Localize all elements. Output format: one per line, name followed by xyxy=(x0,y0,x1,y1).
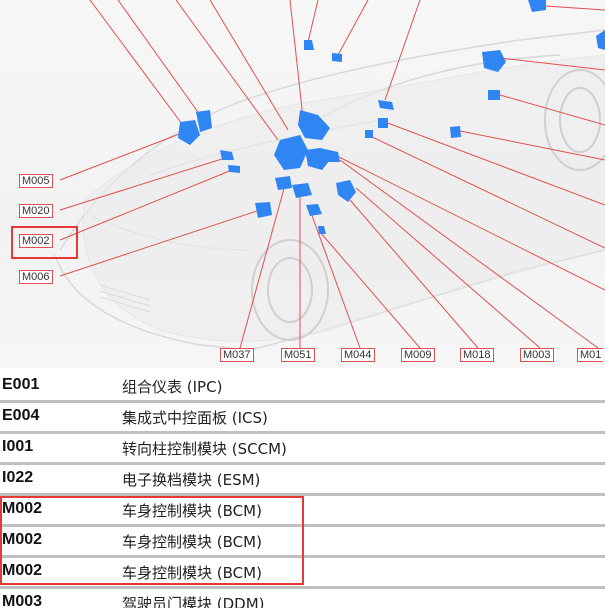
component-name: 组合仪表 (IPC) xyxy=(122,378,223,396)
component-name: 集成式中控面板 (ICS) xyxy=(122,409,268,427)
callout-m009: M009 xyxy=(401,348,435,362)
component-code: M002 xyxy=(2,500,43,517)
table-row: I001 转向柱控制模块 (SCCM) xyxy=(0,434,605,465)
callout-m006: M006 xyxy=(19,270,53,284)
table-row: E001 组合仪表 (IPC) xyxy=(0,372,605,403)
component-name: 车身控制模块 (BCM) xyxy=(122,502,262,520)
component-table: E001 组合仪表 (IPC) E004 集成式中控面板 (ICS) I001 … xyxy=(0,372,605,608)
component-code: M002 xyxy=(2,562,43,579)
component-code: E001 xyxy=(2,376,40,393)
component-code: M003 xyxy=(2,593,43,608)
component-code: M002 xyxy=(2,531,43,548)
component-code: I001 xyxy=(2,438,34,455)
component-code: I022 xyxy=(2,469,34,486)
callout-m003: M003 xyxy=(520,348,554,362)
callout-m01-partial: M01 xyxy=(577,348,604,362)
callout-m002: M002 xyxy=(19,234,53,248)
table-row: M002 车身控制模块 (BCM) xyxy=(0,558,605,589)
callout-m018: M018 xyxy=(460,348,494,362)
component-name: 转向柱控制模块 (SCCM) xyxy=(122,440,287,458)
table-row: M002 车身控制模块 (BCM) xyxy=(0,496,605,527)
car-illustration xyxy=(54,0,605,351)
callout-m051: M051 xyxy=(281,348,315,362)
callout-m005: M005 xyxy=(19,174,53,188)
table-row: E004 集成式中控面板 (ICS) xyxy=(0,403,605,434)
component-name: 驾驶员门模块 (DDM) xyxy=(122,595,265,608)
callout-m020: M020 xyxy=(19,204,53,218)
table-row: M003 驾驶员门模块 (DDM) xyxy=(0,589,605,608)
callout-m037: M037 xyxy=(220,348,254,362)
callout-m044: M044 xyxy=(341,348,375,362)
component-name: 车身控制模块 (BCM) xyxy=(122,564,262,582)
table-row: I022 电子换档模块 (ESM) xyxy=(0,465,605,496)
component-name: 电子换档模块 (ESM) xyxy=(122,471,261,489)
component-code: E004 xyxy=(2,407,40,424)
component-name: 车身控制模块 (BCM) xyxy=(122,533,262,551)
table-row: M002 车身控制模块 (BCM) xyxy=(0,527,605,558)
vehicle-diagram: M005 M020 M002 M006 M037 M051 M044 M009 … xyxy=(0,0,605,368)
